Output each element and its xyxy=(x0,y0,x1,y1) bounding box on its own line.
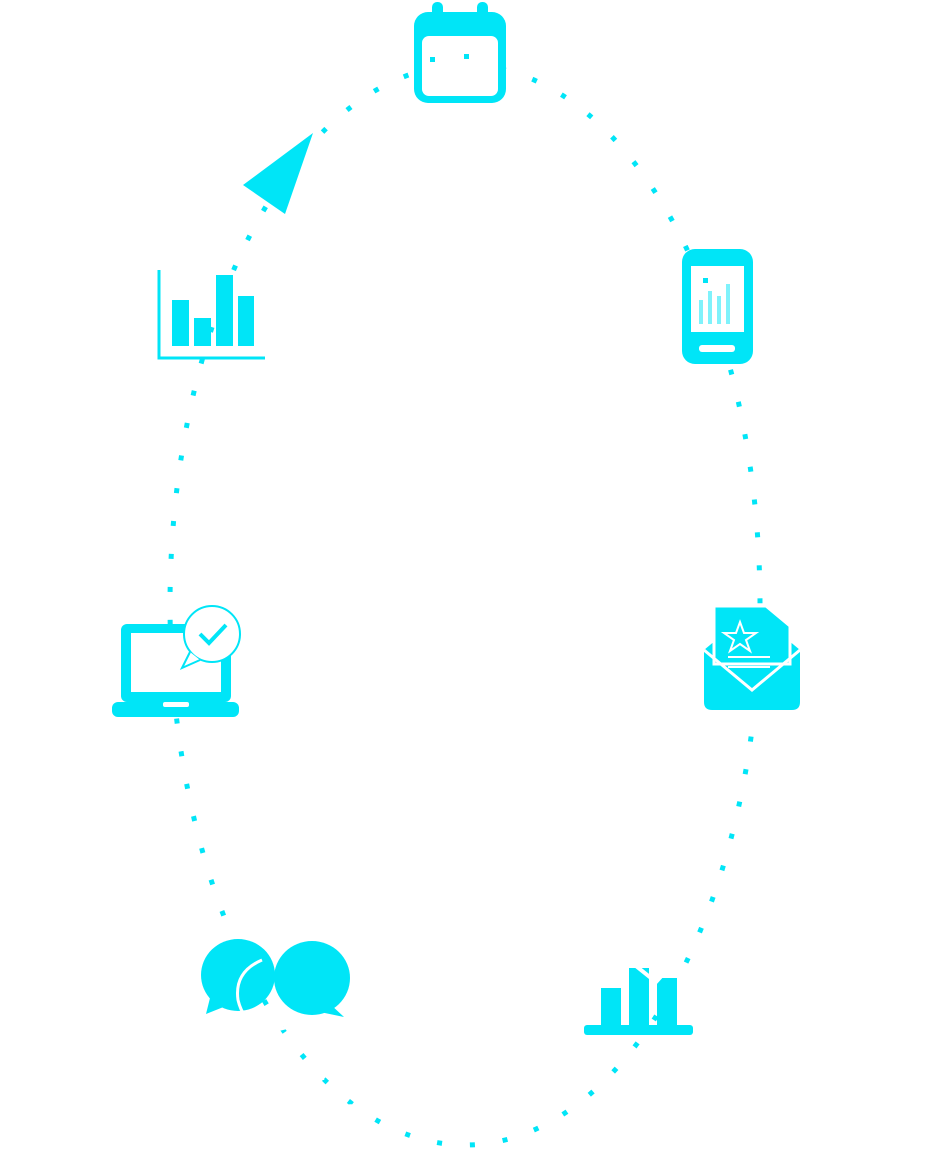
laptop-check-icon xyxy=(112,605,241,717)
email-report-icon xyxy=(703,604,801,710)
step-label-line2: report sharing xyxy=(189,1094,374,1127)
calendar-icon xyxy=(414,2,506,103)
step-label-line1: 5. Info and xyxy=(211,1054,353,1087)
growth-chart-icon xyxy=(584,936,696,1035)
arrowhead-icon xyxy=(243,133,313,214)
bar-chart-icon xyxy=(157,270,265,360)
mobile-report-icon xyxy=(682,249,753,364)
step-label: 5. Info and report sharing xyxy=(189,1054,374,1127)
speech-bubbles-icon xyxy=(201,939,350,1032)
